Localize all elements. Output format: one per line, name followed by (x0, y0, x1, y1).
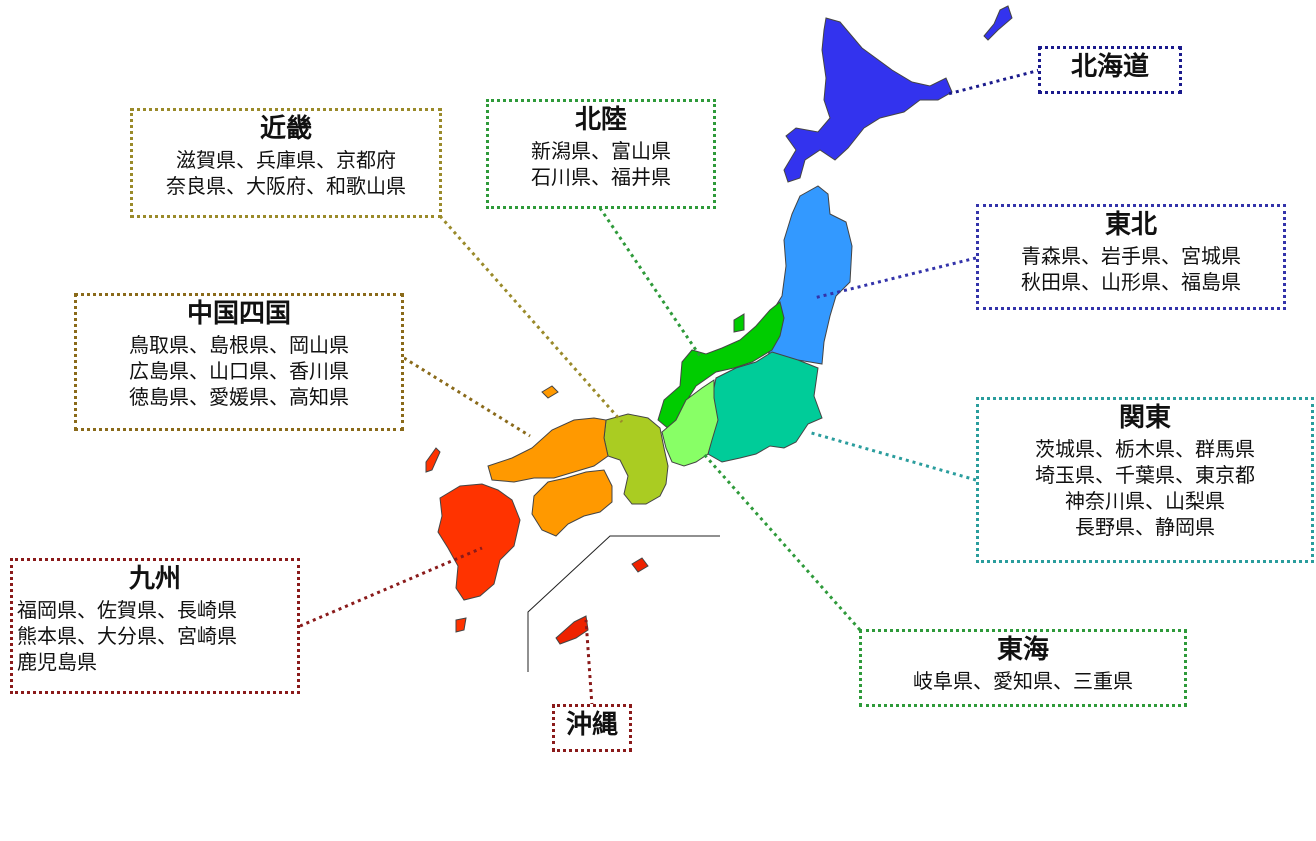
leader-line-kyushu (299, 546, 483, 628)
prefecture-line: 新潟県、富山県 (531, 138, 671, 163)
prefecture-line: 熊本県、大分県、宮崎県 (17, 623, 237, 648)
region-kinki[interactable] (603, 413, 669, 505)
region-tokai[interactable] (661, 379, 719, 467)
region-title-chugoku-shikoku: 中国四国 (186, 299, 291, 329)
label-kanto: 関東 茨城県、栃木県、群馬県 埼玉県、千葉県、東京都 神奈川県、山梨県 長野県、… (976, 397, 1314, 563)
leader-line-hokuriku (598, 207, 702, 357)
label-hokkaido: 北海道 (1038, 46, 1182, 94)
region-chugoku-isle[interactable] (541, 385, 559, 399)
prefecture-list-tohoku: 青森県、岩手県、宮城県 秋田県、山形県、福島県 (979, 243, 1283, 295)
region-kyushu-isle-south[interactable] (455, 617, 467, 633)
leader-line-kanto (807, 430, 977, 482)
leader-line-hokkaido (947, 68, 1041, 96)
prefecture-line: 鹿児島県 (17, 649, 97, 674)
prefecture-line: 青森県、岩手県、宮城県 (1021, 243, 1241, 268)
prefecture-line: 広島県、山口県、香川県 (129, 358, 349, 383)
prefecture-line: 岐阜県、愛知県、三重県 (913, 668, 1133, 693)
prefecture-line: 茨城県、栃木県、群馬県 (1035, 436, 1255, 461)
leader-line-tokai (700, 451, 862, 631)
region-shikoku[interactable] (531, 469, 613, 537)
label-okinawa: 沖縄 (552, 704, 632, 752)
region-title-hokuriku: 北陸 (574, 105, 627, 135)
prefecture-line: 長野県、静岡県 (1075, 514, 1215, 539)
region-kyushu[interactable] (437, 483, 521, 601)
prefecture-list-tokai: 岐阜県、愛知県、三重県 (862, 668, 1184, 694)
label-hokuriku: 北陸 新潟県、富山県 石川県、福井県 (486, 99, 716, 209)
prefecture-list-kanto: 茨城県、栃木県、群馬県 埼玉県、千葉県、東京都 神奈川県、山梨県 長野県、静岡県 (979, 436, 1311, 540)
prefecture-line: 石川県、福井県 (531, 164, 671, 189)
okinawa-inset-frame (527, 535, 720, 672)
region-hokuriku-isle[interactable] (733, 313, 745, 333)
region-okinawa-isle[interactable] (631, 557, 649, 573)
region-hokkaido-isle[interactable] (983, 5, 1013, 41)
region-title-hokkaido: 北海道 (1070, 52, 1149, 82)
label-kinki: 近畿 滋賀県、兵庫県、京都府 奈良県、大阪府、和歌山県 (130, 108, 442, 218)
prefecture-line: 鳥取県、島根県、岡山県 (129, 332, 349, 357)
label-chugoku-shikoku: 中国四国 鳥取県、島根県、岡山県 広島県、山口県、香川県 徳島県、愛媛県、高知県 (74, 293, 404, 431)
region-okinawa[interactable] (555, 615, 589, 645)
prefecture-line: 奈良県、大阪府、和歌山県 (166, 173, 406, 198)
prefecture-list-hokuriku: 新潟県、富山県 石川県、福井県 (489, 138, 713, 190)
region-title-kanto: 関東 (1118, 403, 1171, 433)
prefecture-line: 徳島県、愛媛県、高知県 (129, 384, 349, 409)
region-title-kinki: 近畿 (259, 114, 312, 144)
leader-lines (299, 68, 1041, 707)
prefecture-line: 滋賀県、兵庫県、京都府 (176, 147, 396, 172)
prefecture-line: 埼玉県、千葉県、東京都 (1035, 462, 1255, 487)
leader-line-chugoku-shikoku (403, 356, 531, 438)
region-title-kyushu: 九州 (128, 564, 181, 594)
region-hokkaido[interactable] (783, 17, 953, 183)
prefecture-line: 秋田県、山形県、福島県 (1021, 269, 1241, 294)
leader-line-okinawa (584, 619, 594, 707)
prefecture-list-kyushu: 福岡県、佐賀県、長崎県 熊本県、大分県、宮崎県 鹿児島県 (13, 597, 297, 675)
region-kyushu-isle-west[interactable] (425, 447, 441, 473)
prefecture-line: 福岡県、佐賀県、長崎県 (17, 597, 237, 622)
region-title-okinawa: 沖縄 (565, 710, 618, 740)
label-tohoku: 東北 青森県、岩手県、宮城県 秋田県、山形県、福島県 (976, 204, 1286, 310)
label-tokai: 東海 岐阜県、愛知県、三重県 (859, 629, 1187, 707)
label-kyushu: 九州 福岡県、佐賀県、長崎県 熊本県、大分県、宮崎県 鹿児島県 (10, 558, 300, 694)
prefecture-list-kinki: 滋賀県、兵庫県、京都府 奈良県、大阪府、和歌山県 (133, 147, 439, 199)
region-kanto[interactable] (707, 351, 823, 463)
region-title-tokai: 東海 (996, 635, 1049, 665)
leader-line-kinki (438, 215, 624, 423)
prefecture-list-chugoku-shikoku: 鳥取県、島根県、岡山県 広島県、山口県、香川県 徳島県、愛媛県、高知県 (77, 332, 401, 410)
region-title-tohoku: 東北 (1104, 210, 1157, 240)
region-tohoku[interactable] (767, 185, 853, 367)
prefecture-line: 神奈川県、山梨県 (1065, 488, 1225, 513)
region-chugoku[interactable] (487, 417, 609, 483)
